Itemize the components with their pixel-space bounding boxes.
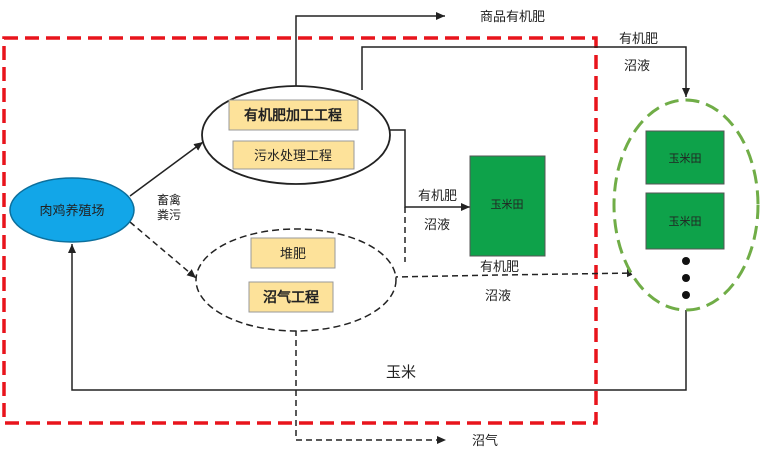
corn-field-right-1 (645, 130, 725, 185)
manure-to-processing-arrow (129, 141, 204, 197)
corn-field-center-label: 玉米田 (491, 198, 524, 211)
corn-field-right-2 (645, 192, 725, 250)
biogas-arrow (295, 330, 446, 444)
compost-label: 堆肥 (280, 247, 306, 262)
more-dot-3 (682, 291, 690, 299)
manure-to-biogas-arrow (129, 221, 197, 279)
biogas-ellipse (195, 228, 397, 332)
top-fertilizer-arrow (361, 46, 690, 97)
compost-box (250, 237, 336, 269)
biogas-project-box (248, 281, 334, 313)
sewage-treatment-label: 污水处理工程 (254, 149, 332, 164)
commercial-fertilizer-arrow (295, 12, 445, 88)
manure-label-1: 畜禽 (157, 192, 181, 207)
biogas-slurry-top-label: 沼液 (624, 59, 650, 74)
farm-ellipse (9, 177, 135, 243)
commercial-fertilizer-label: 商品有机肥 (480, 10, 545, 25)
corn-field-center (469, 155, 546, 257)
sewage-treatment-box (232, 140, 355, 170)
system-boundary (2, 36, 598, 425)
organic-processing-label: 有机肥加工工程 (244, 107, 342, 124)
corn-return-arrow (68, 244, 687, 391)
biogas-label: 沼气 (472, 433, 498, 449)
corn-field-right-1-label: 玉米田 (669, 152, 702, 165)
more-dot-2 (682, 274, 690, 282)
biogas-slurry-low-label: 沼液 (485, 289, 511, 304)
organic-fertilizer-top-label: 有机肥 (619, 32, 658, 47)
organic-fertilizer-low-label: 有机肥 (480, 260, 519, 275)
biogas-slurry-mid-label: 沼液 (424, 218, 450, 233)
organic-processing-box (228, 99, 359, 131)
farm-label: 肉鸡养殖场 (39, 203, 104, 219)
organic-fertilizer-mid-label: 有机肥 (418, 189, 457, 204)
corn-field-right-2-label: 玉米田 (669, 215, 702, 228)
biogas-project-label: 沼气工程 (263, 289, 319, 306)
manure-label-2: 粪污 (157, 208, 181, 222)
more-dot-1 (682, 257, 690, 265)
corn-label: 玉米 (386, 363, 416, 381)
mid-fertilizer-arrow (388, 129, 470, 211)
